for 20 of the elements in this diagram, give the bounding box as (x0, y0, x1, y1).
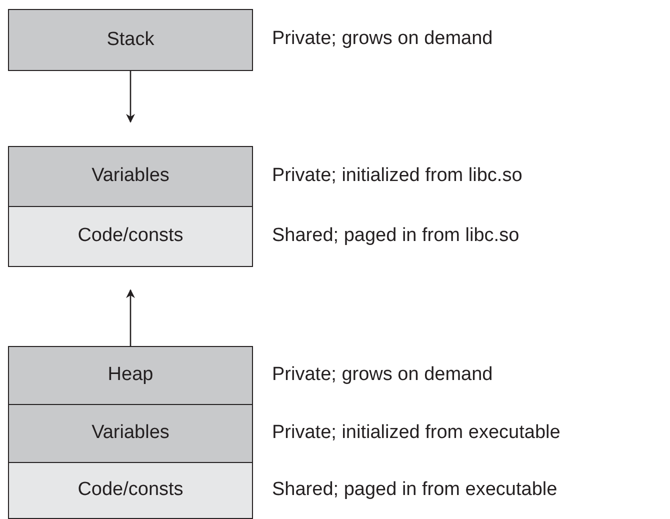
segment-description: Private; grows on demand (272, 27, 493, 52)
arrow (126, 289, 135, 346)
segment-label: Code/consts (78, 224, 184, 248)
segment-label: Heap (108, 363, 154, 388)
segment-description: Shared; paged in from executable (272, 478, 558, 502)
segment-description: Shared; paged in from libc.so (272, 224, 520, 248)
memory-segment (8, 346, 253, 405)
memory-segment (8, 146, 253, 207)
segment-label: Variables (92, 421, 170, 446)
memory-segment (8, 206, 253, 267)
segment-description: Private; initialized from libc.so (272, 164, 522, 188)
memory-segment (8, 462, 253, 519)
segment-label: Code/consts (78, 478, 184, 502)
segment-label: Variables (92, 164, 170, 188)
segment-label: Stack (106, 28, 154, 52)
segment-description: Private; initialized from executable (272, 420, 560, 445)
arrow (126, 70, 135, 123)
segment-description: Private; grows on demand (272, 362, 493, 387)
memory-segment (8, 404, 253, 463)
memory-segment (8, 9, 253, 71)
